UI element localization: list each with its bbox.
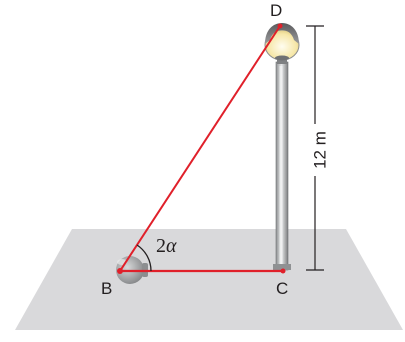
point-B-marker <box>117 268 123 274</box>
point-label-B: B <box>101 279 112 298</box>
angle-label: 2α <box>156 235 177 257</box>
height-label: 12 m <box>310 131 329 169</box>
angle-coefficient: 2 <box>156 235 166 257</box>
ground-plane <box>15 229 403 330</box>
height-dimension: 12 m <box>306 25 329 271</box>
lamp-cap <box>265 23 299 44</box>
angle-symbol: α <box>166 235 177 257</box>
pole-inner-highlight <box>279 66 283 266</box>
point-C-marker <box>280 268 286 274</box>
line-BD <box>119 25 281 272</box>
angle-arc <box>136 244 152 272</box>
street-lamp-icon <box>264 23 300 64</box>
point-label-D: D <box>270 1 282 20</box>
point-label-C: C <box>276 279 288 298</box>
point-D-marker <box>277 23 283 29</box>
